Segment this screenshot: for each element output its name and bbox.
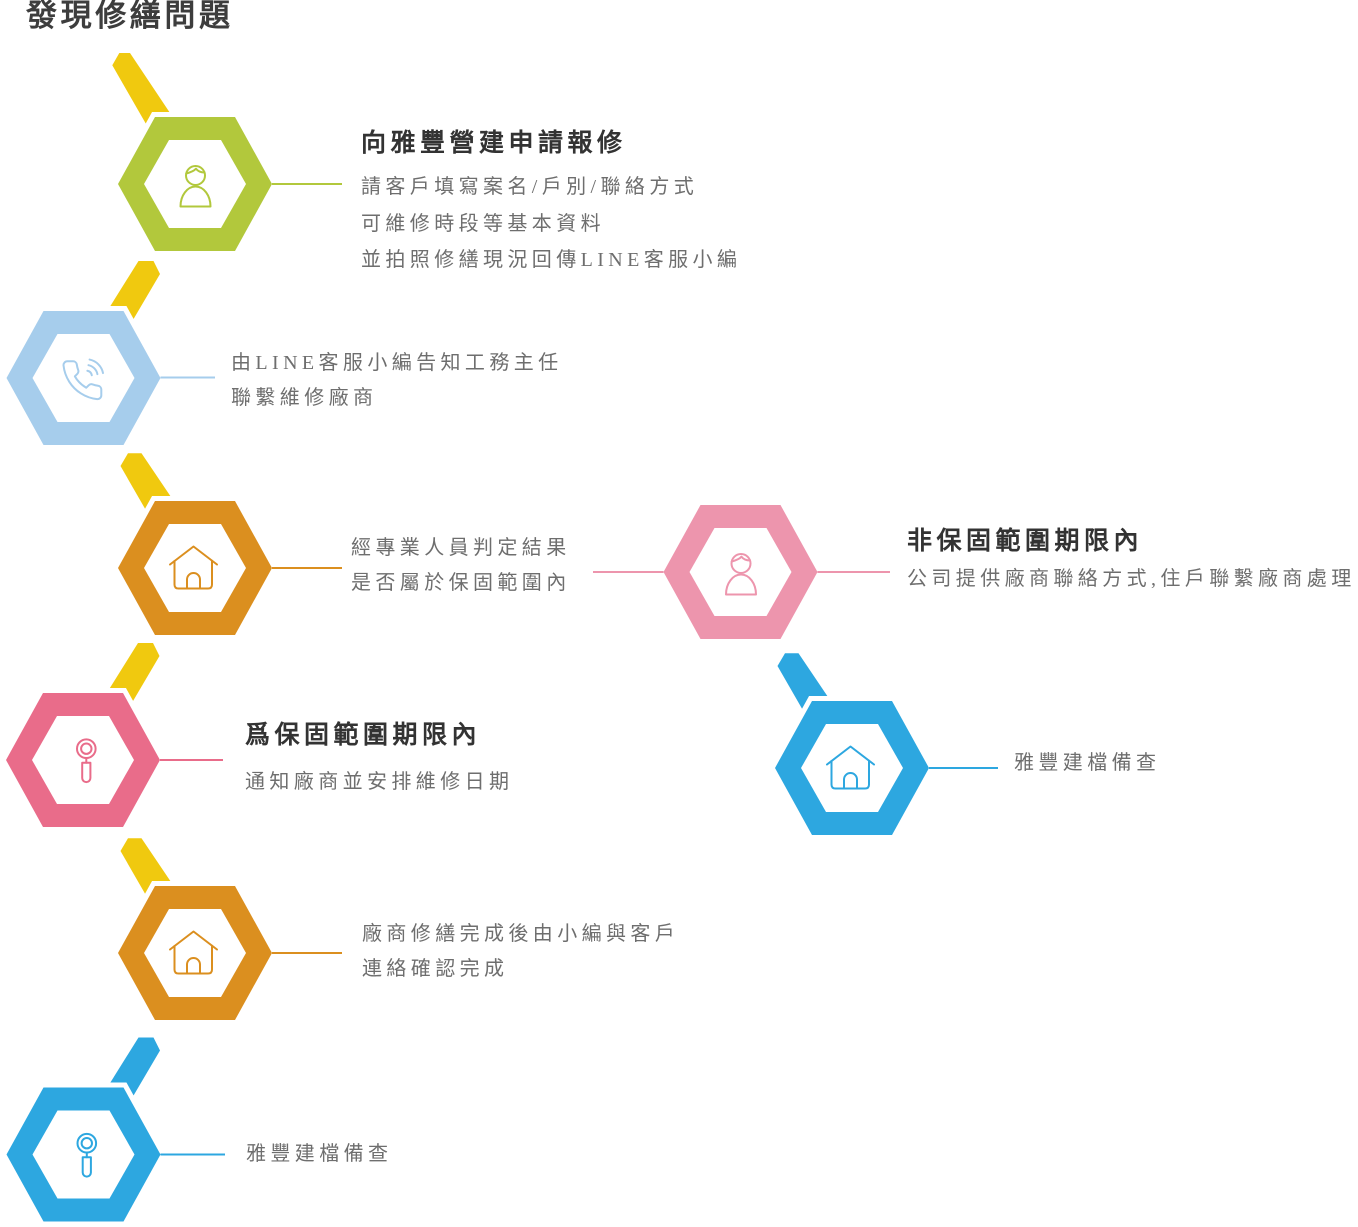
house-icon: [169, 545, 218, 590]
magnifier-icon: [76, 1132, 98, 1178]
magnifier-handle: [81, 761, 92, 784]
person-hair: [185, 167, 206, 175]
step-description-line: 並拍照修繕現況回傳LINE客服小編: [361, 249, 742, 271]
step-description-line: 通知廠商並安排維修日期: [245, 770, 514, 793]
house-roof: [169, 545, 218, 566]
person-icon: [725, 553, 757, 596]
house-roof: [826, 745, 875, 766]
house-door: [186, 957, 201, 975]
person-hair: [730, 555, 752, 563]
step-warranty-check-node: [112, 496, 342, 640]
step-description-line: 聯繫維修廠商: [231, 386, 378, 409]
step-hexagon-center: [32, 1110, 135, 1199]
person-body: [725, 573, 757, 596]
step-hexagon-center: [144, 909, 246, 997]
step-hexagon-center: [32, 716, 134, 804]
step-hexagon-center: [32, 334, 135, 422]
phone-handset: [62, 360, 103, 401]
phone-call-icon: [62, 358, 105, 401]
house-door: [843, 772, 858, 790]
step-hexagon-center: [144, 524, 246, 612]
house-walls: [830, 759, 870, 790]
step-hexagon-center: [801, 724, 903, 812]
step-title: 爲保固範圍期限內: [245, 721, 482, 749]
house-icon: [826, 745, 875, 790]
magnifier-handle: [81, 1156, 92, 1178]
person-head: [730, 553, 752, 574]
step-request-repair-node: [112, 112, 342, 256]
house-walls: [173, 559, 213, 590]
step-archive-branch-node: [769, 696, 998, 840]
magnifier-lens: [80, 1137, 94, 1150]
step-description-line: 請客戶填寫案名/戶別/聯絡方式: [361, 176, 699, 198]
person-head: [185, 165, 206, 186]
step-description-line: 廠商修繕完成後由小編與客戶: [362, 923, 680, 945]
person-body: [179, 185, 212, 208]
step-description-line: 是否屬於保固範圍內: [351, 571, 571, 594]
house-icon: [169, 930, 218, 975]
step-description-line: 可維修時段等基本資料: [361, 213, 605, 235]
magnifier-lens: [80, 742, 93, 755]
step-title: 向雅豐營建申請報修: [361, 130, 627, 157]
step-notify-supervisor-node: [0, 306, 215, 450]
magnifier-icon: [76, 738, 97, 784]
step-description-line: 公司提供廠商聯絡方式,住戶聯繫廠商處理: [907, 568, 1356, 590]
step-title: 非保固範圍期限內: [907, 528, 1144, 555]
person-icon: [179, 165, 212, 208]
step-description-line: 連絡確認完成: [362, 958, 509, 980]
step-outside-warranty-node: [593, 500, 890, 644]
house-walls: [173, 944, 213, 975]
signal-wave: [86, 369, 93, 377]
step-description-line: 經專業人員判定結果: [351, 537, 571, 560]
step-description-line: 雅豐建檔備查: [1014, 752, 1161, 775]
signal-wave: [88, 358, 105, 375]
step-repair-complete-node: [112, 881, 342, 1025]
step-within-warranty-node: [0, 688, 223, 832]
step-description-line: 由LINE客服小編告知工務主任: [231, 351, 563, 374]
signal-wave: [87, 364, 99, 376]
house-door: [186, 572, 201, 590]
step-description-line: 雅豐建檔備查: [246, 1143, 393, 1165]
page-title: 發現修繕問題: [26, 0, 234, 33]
house-roof: [169, 930, 218, 951]
step-archive-node: [0, 1082, 225, 1227]
